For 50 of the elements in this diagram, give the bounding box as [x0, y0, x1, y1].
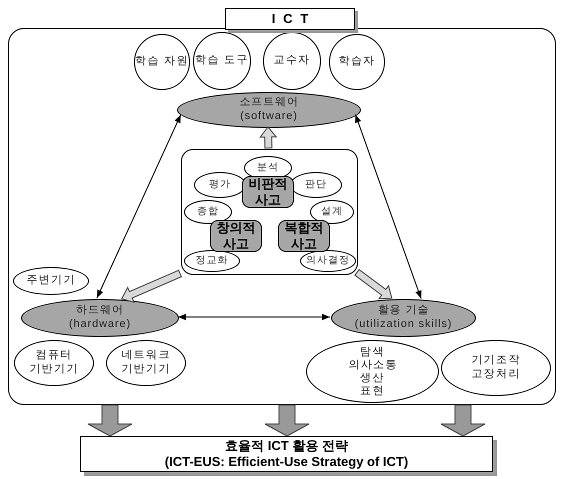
- frame-panel: [8, 28, 556, 405]
- node-label: 복합적 사고: [284, 220, 324, 252]
- node-label: 비판적 사고: [248, 176, 288, 208]
- thinking-box: [278, 220, 330, 252]
- block-arrow: [259, 126, 278, 149]
- double-arrow: [178, 314, 330, 320]
- node-label: (hardware): [69, 318, 131, 332]
- title-box: [225, 8, 355, 30]
- node-label: 활용 기술: [378, 304, 430, 318]
- double-arrow: [354, 114, 422, 300]
- node-label: (ICT-EUS: Efficient-Use Strategy of ICT): [164, 454, 408, 470]
- block-arrow: [120, 270, 182, 303]
- node-label: 의사결정: [306, 254, 350, 268]
- node-label: 판단: [305, 178, 327, 192]
- rounded-panel: [181, 149, 358, 275]
- node-label: 주변기기: [26, 274, 76, 288]
- category-ellipse: [177, 92, 361, 128]
- node-label: 분석: [257, 162, 279, 174]
- thinking-box: [210, 220, 262, 252]
- node-label: 종합: [197, 206, 219, 218]
- block-arrow: [440, 404, 486, 437]
- node-label: 설계: [321, 206, 343, 218]
- ellipse-node: [300, 250, 356, 272]
- node-label: 교수자: [274, 54, 310, 68]
- block-arrow: [264, 404, 310, 437]
- node-label: 평가: [209, 178, 231, 192]
- node-label: 소프트웨어: [239, 96, 299, 110]
- node-label: (utilization skills): [354, 318, 452, 332]
- ellipse-node: [184, 200, 232, 224]
- block-arrow: [88, 404, 132, 437]
- block-arrow: [354, 268, 392, 300]
- node-label: 학습자: [338, 55, 376, 69]
- node-label: 학습 자원: [135, 55, 189, 69]
- node-label: 하드웨어: [76, 304, 124, 318]
- node-label: 탐색 의사소통 생산 표현: [348, 346, 396, 398]
- node-label: ICT: [270, 10, 316, 28]
- ellipse-node: [194, 172, 246, 198]
- node-label: 네트워크 기반기기: [120, 349, 172, 377]
- node-label: (software): [240, 110, 298, 124]
- node-label: 창의적 사고: [216, 220, 256, 252]
- ellipse-node: [310, 200, 354, 224]
- node-label: 학습 도구: [195, 54, 249, 68]
- ellipse-node: [184, 250, 240, 272]
- node-label: 컴퓨터 기반기기: [29, 349, 79, 377]
- thinking-box: [242, 176, 294, 208]
- node-label: 효율적 ICT 활용 전략: [225, 438, 348, 454]
- node-label: 정교화: [196, 254, 228, 268]
- double-arrow: [96, 114, 182, 298]
- node-label: 기기조작 고장처리: [470, 354, 522, 382]
- ellipse-node: [290, 172, 342, 198]
